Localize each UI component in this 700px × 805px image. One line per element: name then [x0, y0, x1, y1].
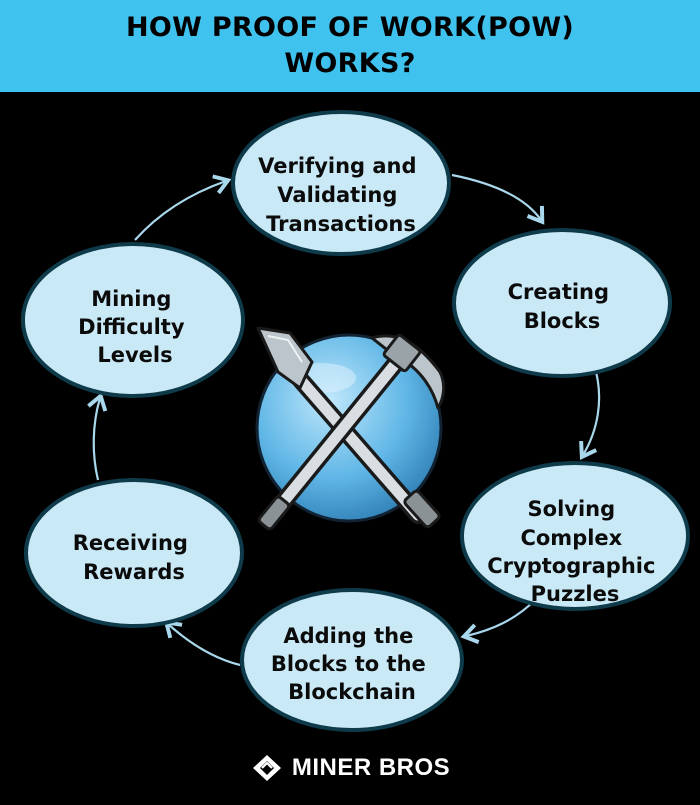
node-adding-line-3: Blockchain: [288, 680, 416, 704]
node-mining-difficulty: Mining Difficulty Levels: [21, 242, 245, 398]
header-banner: HOW PROOF OF WORK(POW) WORKS?: [0, 0, 700, 92]
miner-bros-logo-icon: [252, 755, 281, 781]
brand-footer: MINER BROS: [0, 748, 700, 788]
arrow-add-to-reward: [163, 620, 241, 667]
node-adding-line-1: Adding the: [283, 624, 413, 648]
node-difficulty-line-1: Mining: [91, 287, 171, 311]
svg-text:Verifying and Validating: Verifying and Validating Transactions: [258, 154, 424, 236]
svg-text:Adding the Blocks to the: Adding the Blocks to the Blockchain: [271, 624, 433, 704]
svg-text:Receiving Rewards: Receiving Rewards: [73, 531, 195, 584]
node-verifying-line-2: Validating: [277, 183, 397, 207]
node-solving-line-3: Cryptographic: [487, 554, 655, 578]
node-verifying-line-1: Verifying and: [258, 154, 416, 178]
node-adding-line-2: Blocks to the: [271, 652, 426, 676]
node-solving-line-4: Puzzles: [531, 582, 620, 606]
node-rewards-line-1: Receiving: [73, 531, 188, 555]
node-difficulty-line-3: Levels: [97, 343, 172, 367]
svg-text:Solving Complex Cr: Solving Complex Cryptographic Puzzles: [487, 497, 662, 606]
node-solving-line-2: Complex: [520, 526, 622, 550]
arrow-verify-to-create: [451, 173, 545, 225]
node-receiving-rewards: Receiving Rewards: [24, 478, 244, 628]
node-creating-blocks: Creating Blocks: [452, 228, 672, 378]
node-rewards-line-2: Rewards: [83, 560, 185, 584]
brand-name: MINER BROS: [291, 754, 451, 781]
node-solving-puzzles: Solving Complex Cryptographic Puzzles: [460, 461, 690, 611]
title-line-1: HOW PROOF OF WORK(POW): [125, 12, 575, 43]
svg-text:Creating Blocks: Creating Blocks: [508, 280, 617, 333]
crossed-shovel-and-pickaxe-icon: [255, 326, 446, 531]
node-verifying: Verifying and Validating Transactions: [231, 110, 451, 256]
cycle-arrows: [87, 173, 601, 667]
node-adding-blocks: Adding the Blocks to the Blockchain: [240, 588, 464, 732]
arrow-reward-to-difficulty: [87, 392, 108, 481]
node-verifying-line-3: Transactions: [266, 212, 416, 236]
node-creating-line-1: Creating: [508, 280, 609, 304]
svg-text:Mining Difficulty: Mining Difficulty Levels: [78, 287, 192, 367]
arrow-solve-to-add: [460, 599, 536, 644]
arrow-create-to-solve: [579, 371, 601, 460]
node-creating-line-2: Blocks: [524, 309, 601, 333]
node-solving-line-1: Solving: [528, 497, 616, 521]
node-difficulty-line-2: Difficulty: [78, 315, 185, 339]
title-line-2: WORKS?: [284, 48, 416, 79]
arrow-difficulty-to-verify: [134, 174, 232, 241]
